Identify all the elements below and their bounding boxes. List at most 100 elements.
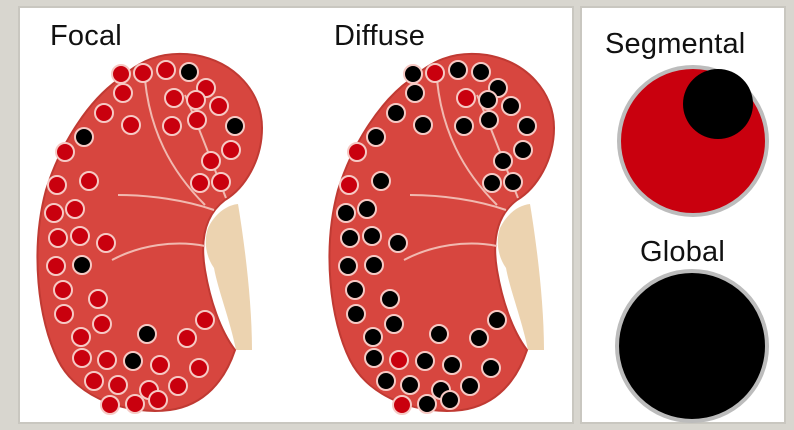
diffuse-label: Diffuse [334,20,425,53]
normal-glomerulus [165,89,183,107]
sclerosed-glomerulus [363,227,381,245]
focal-label: Focal [50,20,122,53]
normal-glomerulus [73,349,91,367]
normal-glomerulus [222,141,240,159]
normal-glomerulus [157,61,175,79]
sclerosed-glomerulus [443,356,461,374]
sclerosed-glomerulus [75,128,93,146]
normal-glomerulus [85,372,103,390]
normal-glomerulus [348,143,366,161]
normal-glomerulus [163,117,181,135]
sclerosed-glomerulus [401,376,419,394]
normal-glomerulus [93,315,111,333]
sclerosed-glomerulus [124,352,142,370]
sclerosed-glomerulus [73,256,91,274]
normal-glomerulus [390,351,408,369]
sclerosed-glomerulus [337,204,355,222]
normal-glomerulus [187,91,205,109]
normal-glomerulus [48,176,66,194]
sclerosed-glomerulus [404,65,422,83]
normal-glomerulus [191,174,209,192]
sclerosed-glomerulus [377,372,395,390]
sclerosed-glomerulus [367,128,385,146]
normal-glomerulus [134,64,152,82]
sclerosed-glomerulus [518,117,536,135]
normal-glomerulus [426,64,444,82]
sclerosed-glomerulus [414,116,432,134]
sclerosed-glomerulus [470,329,488,347]
sclerosed-glomerulus [406,84,424,102]
sclerosed-glomerulus [180,63,198,81]
sclerosed-glomerulus [472,63,490,81]
sclerosed-glomerulus [346,281,364,299]
normal-glomerulus [122,116,140,134]
normal-glomerulus [72,328,90,346]
sclerosed-glomerulus [480,111,498,129]
sclerosed-glomerulus [365,256,383,274]
normal-glomerulus [457,89,475,107]
normal-glomerulus [178,329,196,347]
normal-glomerulus [393,396,411,414]
sclerosed-glomerulus [514,141,532,159]
sclerosed-glomerulus [416,352,434,370]
normal-glomerulus [190,359,208,377]
sclerosed-glomerulus [226,117,244,135]
sclerosed-glomerulus [430,325,448,343]
normal-glomerulus [151,356,169,374]
normal-glomerulus [89,290,107,308]
sclerosed-glomerulus [389,234,407,252]
normal-glomerulus [109,376,127,394]
sclerosed-glomerulus [387,104,405,122]
kidney-focal [37,54,262,414]
normal-glomerulus [114,84,132,102]
normal-glomerulus [112,65,130,83]
kidney-diffuse [329,54,554,414]
sclerosed-glomerulus [449,61,467,79]
normal-glomerulus [47,257,65,275]
sclerosed-glomerulus [479,91,497,109]
normal-glomerulus [97,234,115,252]
sclerosed-glomerulus [418,395,436,413]
normal-glomerulus [149,391,167,409]
sclerosed-glomerulus [483,174,501,192]
normal-glomerulus [188,111,206,129]
segmental-label: Segmental [605,28,745,61]
normal-glomerulus [54,281,72,299]
normal-glomerulus [212,173,230,191]
segmental-lesion [683,69,753,139]
sclerosed-glomerulus [504,173,522,191]
sclerosed-glomerulus [365,349,383,367]
sclerosed-glomerulus [358,200,376,218]
sclerosed-glomerulus [138,325,156,343]
sclerosed-glomerulus [385,315,403,333]
global-glomerulus [617,271,767,421]
sclerosed-glomerulus [381,290,399,308]
normal-glomerulus [95,104,113,122]
normal-glomerulus [202,152,220,170]
sclerosed-glomerulus [339,257,357,275]
normal-glomerulus [45,204,63,222]
sclerosed-glomerulus [502,97,520,115]
normal-glomerulus [56,143,74,161]
sclerosed-glomerulus [372,172,390,190]
normal-glomerulus [71,227,89,245]
normal-glomerulus [98,351,116,369]
normal-glomerulus [340,176,358,194]
sclerosed-glomerulus [482,359,500,377]
normal-glomerulus [210,97,228,115]
sclerosed-glomerulus [494,152,512,170]
normal-glomerulus [66,200,84,218]
sclerosed-glomerulus [488,311,506,329]
sclerosed-glomerulus [347,305,365,323]
normal-glomerulus [55,305,73,323]
normal-glomerulus [49,229,67,247]
normal-glomerulus [126,395,144,413]
sclerosed-glomerulus [441,391,459,409]
sclerosed-glomerulus [461,377,479,395]
normal-glomerulus [196,311,214,329]
normal-glomerulus [80,172,98,190]
sclerosed-glomerulus [455,117,473,135]
normal-glomerulus [169,377,187,395]
